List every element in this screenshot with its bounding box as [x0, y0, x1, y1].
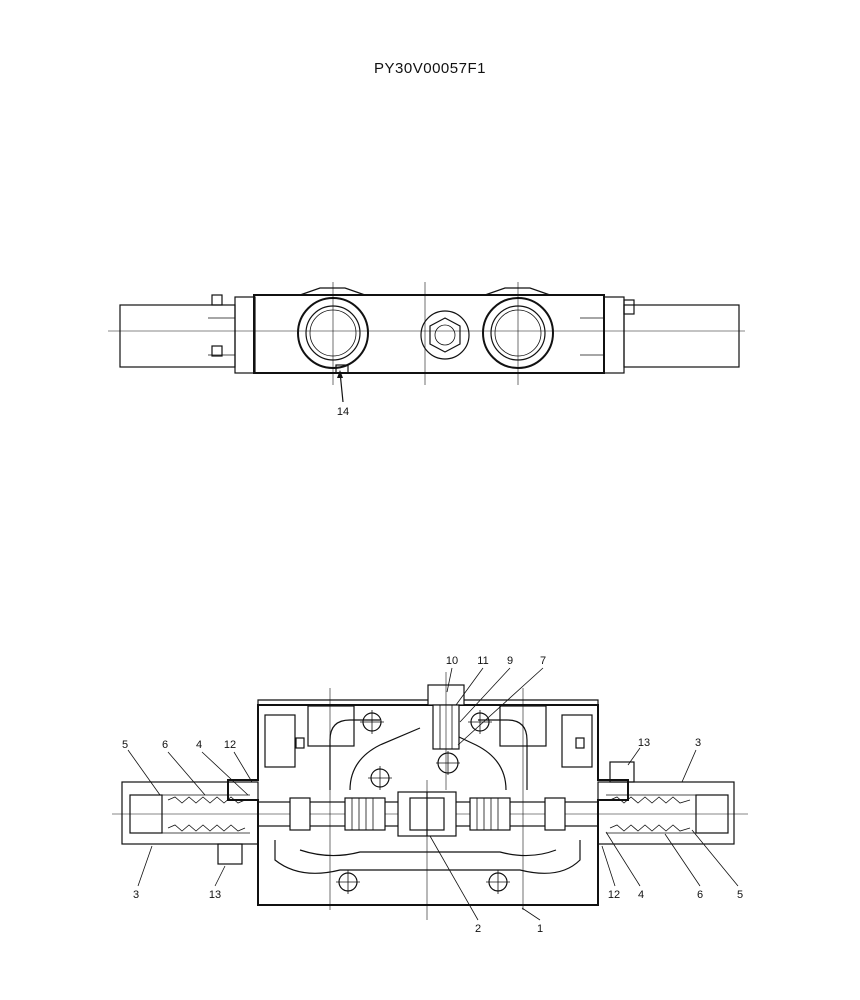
bolt-holes: [336, 710, 510, 894]
callout-12-right: 12: [608, 889, 620, 901]
callout-14: 14: [337, 406, 349, 418]
top-left-cap: [119, 304, 236, 368]
callout-1: 1: [537, 923, 543, 935]
callout-3-left: 3: [133, 889, 139, 901]
callout-5-right: 5: [737, 889, 743, 901]
callout-4-right: 4: [638, 889, 644, 901]
top-right-cap: [623, 304, 740, 368]
callout-7: 7: [540, 655, 546, 667]
section-view: 10 11 9 7 5 6 4 12 13 3 3 13 12 4 6 5 2 …: [112, 655, 748, 935]
callout-4-left: 4: [196, 739, 202, 751]
callout-2: 2: [475, 923, 481, 935]
callout-13-right: 13: [638, 737, 650, 749]
callout-6-right: 6: [697, 889, 703, 901]
callout-11: 11: [477, 655, 488, 667]
top-center-plug: [420, 310, 470, 360]
top-view: 14: [108, 282, 745, 418]
section-left-cap: [121, 781, 259, 845]
callout-5-left: 5: [122, 739, 128, 751]
callout-13-left: 13: [209, 889, 221, 901]
callout-6-left: 6: [162, 739, 168, 751]
drawing-code: PY30V00057F1: [374, 60, 486, 77]
callout-10: 10: [446, 655, 458, 667]
callout-3-right: 3: [695, 737, 701, 749]
relief-valve: [427, 672, 465, 790]
left-chamber: [307, 705, 355, 747]
callout-leaders: [127, 667, 739, 921]
spool-lands: [289, 797, 566, 831]
callout-9: 9: [507, 655, 513, 667]
section-right-cap: [597, 781, 735, 845]
callout-12-left: 12: [224, 739, 236, 751]
section-body: [227, 704, 629, 906]
top-left-port: [211, 294, 223, 306]
